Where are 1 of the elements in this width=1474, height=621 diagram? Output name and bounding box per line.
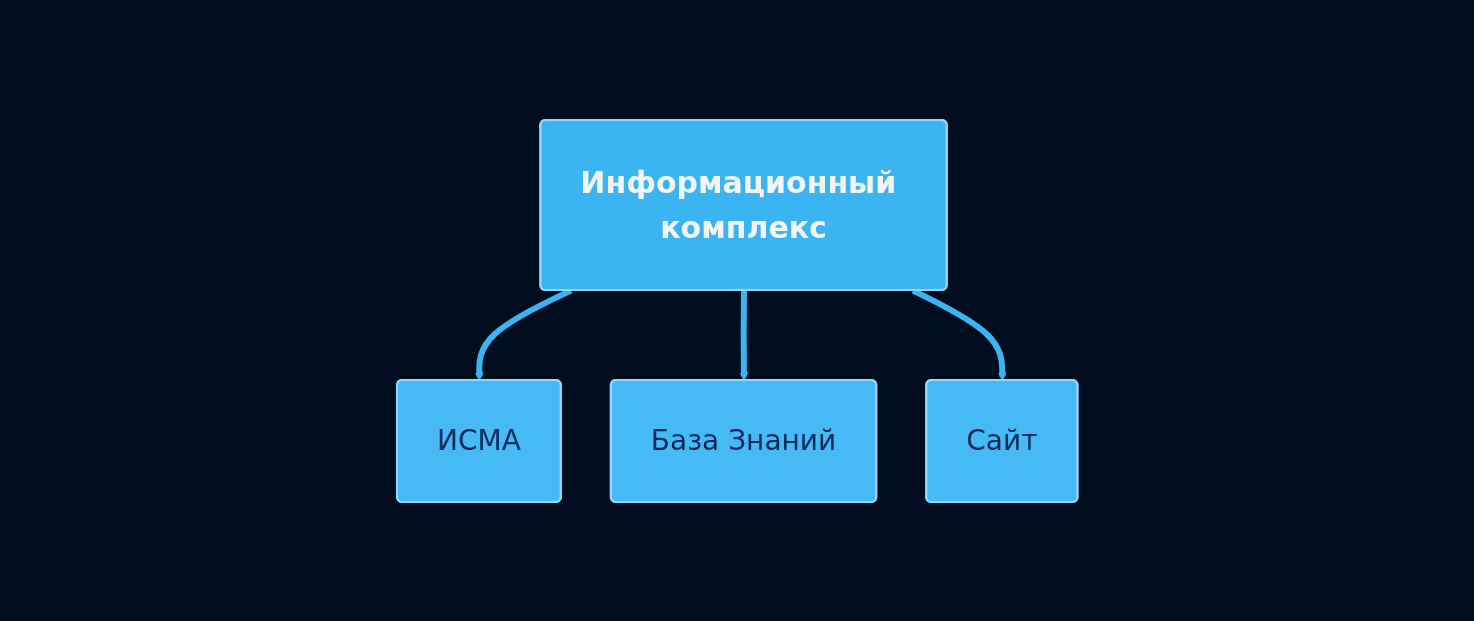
arrow — [739, 289, 749, 381]
